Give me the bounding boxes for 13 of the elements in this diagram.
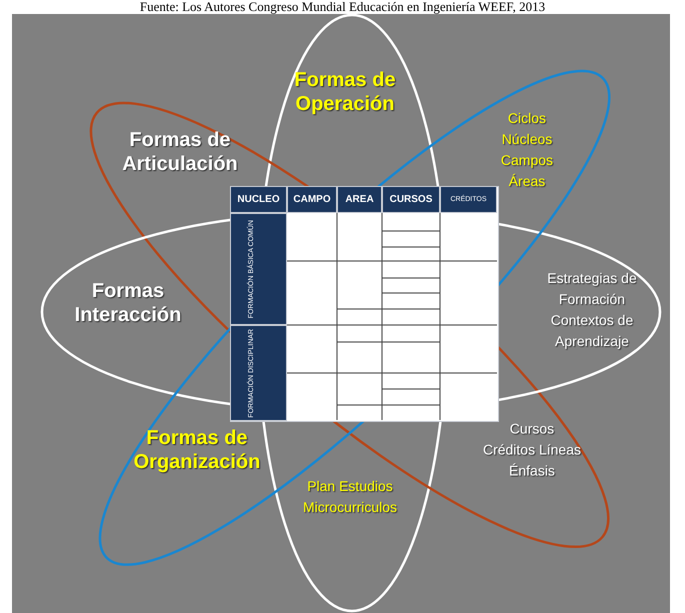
ellipse-title: Formas de Organización — [132, 426, 262, 474]
ellipse-title: Formas de Operación — [293, 68, 397, 116]
ellipse-title: Formas de Articulación — [121, 128, 239, 176]
column-header: NUCLEO — [230, 186, 287, 213]
source-caption: Fuente: Los Autores Congreso Mundial Educación en Ingeniería WEEF, 2013 — [138, 0, 546, 15]
column-header: CURSOS — [382, 186, 440, 213]
column-header: CAMPO — [287, 186, 337, 213]
ellipse-items: Estrategias de Formación Contextos de Aprendizaje — [546, 269, 638, 351]
column-header: AREA — [337, 186, 382, 213]
ellipse-items: Cursos Créditos Líneas Énfasis — [482, 419, 582, 480]
ellipse-items: Plan Estudios Microcurriculos — [302, 477, 398, 517]
ellipse-items: Ciclos Núcleos Campos Áreas — [500, 108, 554, 191]
ellipse-title: Formas Interacción — [74, 279, 182, 327]
